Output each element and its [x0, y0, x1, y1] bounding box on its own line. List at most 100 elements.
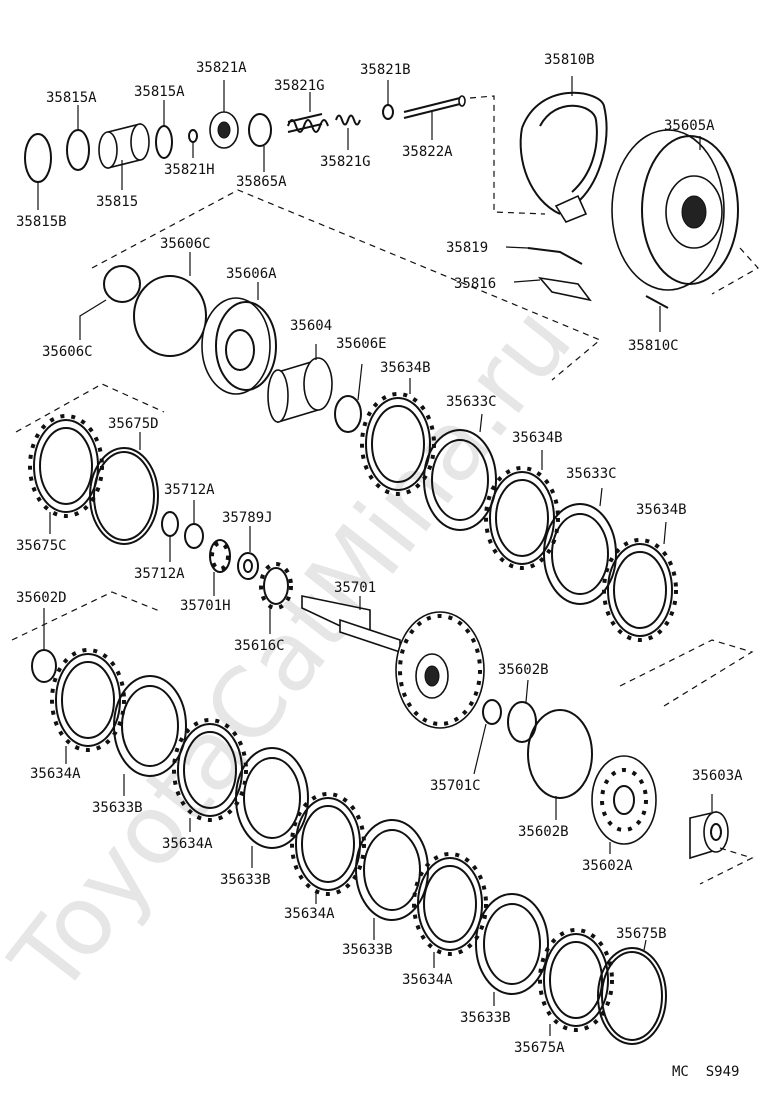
part-ring-35815A-right: [155, 100, 173, 159]
label-35633C-1: 35633C: [446, 394, 497, 410]
part-ring-35815A-left: [66, 105, 90, 171]
part-disc-35634A-1: [50, 648, 126, 764]
part-pin-35810C: [645, 295, 669, 332]
label-35634A-3: 35634A: [284, 906, 335, 922]
part-o-ring-35606C-small: [79, 265, 141, 340]
label-35633B-1: 35633B: [92, 800, 143, 816]
label-35606E: 35606E: [336, 336, 387, 352]
part-labels: 35815B 35815A 35815A 35815 35821A 35821H…: [16, 52, 743, 1056]
part-pump-gear-35602A: [591, 755, 657, 854]
part-disc-35634A-3: [290, 792, 366, 904]
part-spring-35821G-large: [287, 92, 329, 133]
part-ring-35606E: [334, 363, 363, 433]
label-35606A: 35606A: [226, 266, 277, 282]
part-plate-35633B-4: [475, 893, 549, 1006]
label-35675B: 35675B: [616, 926, 667, 942]
part-race-35616C: [259, 562, 293, 634]
label-35602B-top: 35602B: [498, 662, 549, 678]
label-35603A: 35603A: [692, 768, 743, 784]
label-35701H: 35701H: [180, 598, 231, 614]
part-rod-35822A: [403, 95, 546, 215]
label-35606C-bottom: 35606C: [42, 344, 93, 360]
label-35821B: 35821B: [360, 62, 411, 78]
label-35634A-1: 35634A: [30, 766, 81, 782]
part-pump-body-35606A: [201, 282, 277, 395]
part-disc-35634A-4: [412, 852, 488, 968]
part-plate-35633B-3: [355, 819, 429, 940]
label-35602A: 35602A: [582, 858, 633, 874]
label-35605A: 35605A: [664, 118, 715, 134]
part-piston-35821A: [209, 80, 239, 149]
part-ring-35712A-upper: [184, 500, 204, 549]
part-shaft-35701: [301, 595, 485, 729]
part-disc-35675A: [538, 928, 614, 1036]
label-35633B-2: 35633B: [220, 872, 271, 888]
label-35675C: 35675C: [16, 538, 67, 554]
label-35815: 35815: [96, 194, 138, 210]
part-ring-35602B-large: [527, 709, 593, 820]
part-strut-35816: [513, 276, 592, 302]
label-35701C: 35701C: [430, 778, 481, 794]
label-35634A-2: 35634A: [162, 836, 213, 852]
label-35810B: 35810B: [544, 52, 595, 68]
part-plate-35633B-1: [113, 675, 187, 796]
label-35616C: 35616C: [234, 638, 285, 654]
part-drum-35605A: [611, 129, 759, 295]
part-ring-35602B-small: [507, 679, 537, 743]
group-outline-upper: [91, 189, 602, 381]
part-plate-35675B: [597, 939, 667, 1045]
part-spring-35821G-small: [335, 114, 361, 150]
label-35604: 35604: [290, 318, 332, 334]
part-snap-ring-35815B: [24, 133, 52, 210]
label-35633C-2: 35633C: [566, 466, 617, 482]
part-ball-35821H: [188, 129, 198, 158]
label-35815A-right: 35815A: [134, 84, 185, 100]
label-35821H: 35821H: [164, 162, 215, 178]
label-35634B-1: 35634B: [380, 360, 431, 376]
label-35816: 35816: [454, 276, 496, 292]
label-35675D: 35675D: [108, 416, 159, 432]
label-35821A: 35821A: [196, 60, 247, 76]
label-35634A-4: 35634A: [402, 972, 453, 988]
part-hub-35604: [267, 344, 333, 424]
label-35810C: 35810C: [628, 338, 679, 354]
part-disc-35675C: [28, 414, 104, 534]
part-ring-35602D: [31, 608, 57, 683]
label-35634B-2: 35634B: [512, 430, 563, 446]
label-35815B: 35815B: [16, 214, 67, 230]
part-plate-35633B-2: [235, 747, 309, 868]
label-35789J: 35789J: [222, 510, 273, 526]
group-outline-left-mid: [15, 383, 165, 433]
part-plate-35675D: [89, 432, 159, 545]
part-washer-35789J: [237, 526, 259, 580]
part-strut-35819: [505, 246, 583, 265]
label-35815A-left: 35815A: [46, 90, 97, 106]
label-35634B-3: 35634B: [636, 502, 687, 518]
label-35822A: 35822A: [402, 144, 453, 160]
diagram-code: MC S949: [672, 1064, 739, 1080]
part-bearing-35701H: [209, 539, 231, 596]
part-disc-35634A-2: [172, 718, 248, 832]
label-35712A-upper: 35712A: [164, 482, 215, 498]
group-outline-lower-left: [11, 591, 163, 641]
part-washer-35821B: [382, 80, 394, 120]
part-ring-35865A: [248, 113, 272, 172]
part-o-ring-35606C-large: [133, 252, 207, 357]
part-plate-35633C-2: [543, 487, 617, 605]
label-35821G-top: 35821G: [274, 78, 325, 94]
part-brake-band-35810B: [519, 76, 608, 223]
part-sleeve-35815: [98, 122, 150, 190]
label-35602B-bottom: 35602B: [518, 824, 569, 840]
label-35633B-4: 35633B: [460, 1010, 511, 1026]
label-35712A-lower: 35712A: [134, 566, 185, 582]
label-35602D: 35602D: [16, 590, 67, 606]
label-35675A: 35675A: [514, 1040, 565, 1056]
label-35819: 35819: [446, 240, 488, 256]
label-35821G-bottom: 35821G: [320, 154, 371, 170]
label-35701: 35701: [334, 580, 376, 596]
part-plate-35633C-1: [423, 413, 497, 531]
group-outline-right-mid: [619, 639, 754, 707]
part-ring-35712A-lower: [161, 511, 179, 562]
part-ring-35701C: [473, 699, 502, 775]
